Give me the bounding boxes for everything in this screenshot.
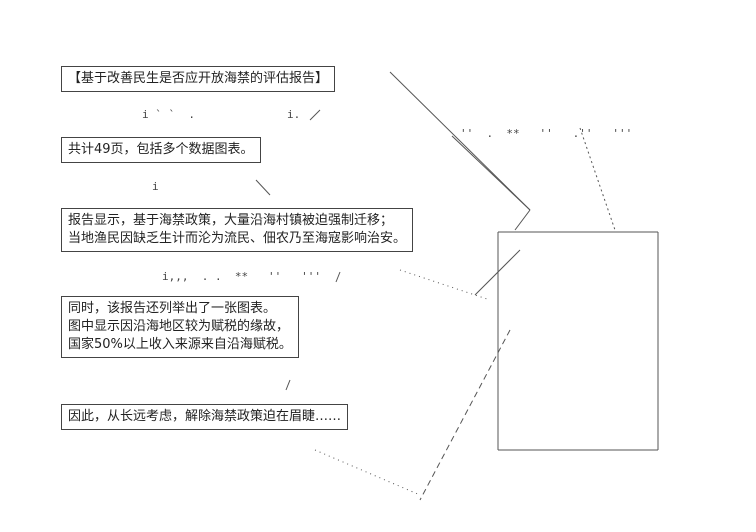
chart-line: 同时，该报告还列举出了一张图表。 (68, 301, 277, 316)
art-line (474, 249, 521, 296)
title-text: 【基于改善民生是否应开放海禁的评估报告】 (68, 71, 329, 86)
conclusion-text: 因此，从长远考虑，解除海禁政策迫在眉睫…… (68, 409, 342, 424)
chart-line: 国家50%以上收入来源来自沿海赋税。 (68, 337, 292, 352)
art-mark-3: i (152, 180, 159, 193)
art-mark-2: i. (287, 108, 301, 121)
finding-box: 报告显示，基于海禁政策，大量沿海村镇被迫强制迁移； 当地渔民因缺乏生计而沦为流民… (61, 208, 414, 252)
chart-box: 同时，该报告还列举出了一张图表。 图中显示因沿海地区较为赋税的缘故， 国家50%… (61, 296, 299, 358)
finding-line: 报告显示，基于海禁政策，大量沿海村镇被迫强制迁移； (68, 213, 394, 228)
art-mark-5: '' . ** '' .'' ''' (460, 127, 633, 140)
art-line (314, 449, 421, 496)
art-line (419, 329, 511, 501)
finding-line: 当地渔民因缺乏生计而沦为流民、佃农乃至海寇影响治安。 (68, 231, 407, 246)
art-line (255, 179, 271, 196)
art-line (451, 135, 531, 211)
art-line (579, 127, 616, 231)
chart-line: 图中显示因沿海地区较为赋税的缘故， (68, 319, 290, 334)
art-line (389, 71, 531, 211)
pages-box: 共计49页，包括多个数据图表。 (61, 137, 261, 163)
art-mark-1: i ` ` . (142, 108, 195, 121)
art-line (309, 109, 321, 121)
pages-text: 共计49页，包括多个数据图表。 (68, 142, 254, 157)
title-box: 【基于改善民生是否应开放海禁的评估报告】 (61, 66, 336, 92)
art-mark-4: i,,, . . ** '' ''' (162, 270, 321, 283)
art-line (399, 269, 491, 301)
conclusion-box: 因此，从长远考虑，解除海禁政策迫在眉睫…… (61, 404, 349, 430)
art-line (335, 271, 341, 283)
art-line (285, 379, 291, 391)
art-line (514, 209, 531, 231)
